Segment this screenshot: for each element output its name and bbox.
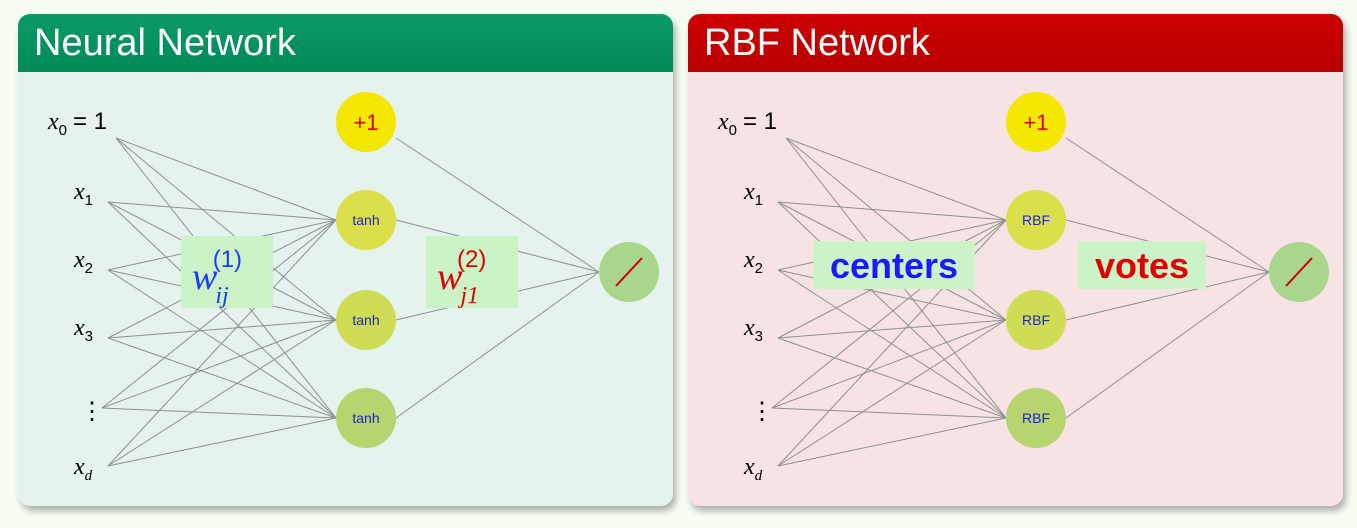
input-to-hidden-edge — [777, 337, 1007, 419]
input-ellipsis: ⋮ — [750, 398, 774, 425]
input-x0-label: x0= 1 — [47, 108, 107, 139]
input-x3-label: x3 — [743, 315, 763, 345]
bias-node — [1006, 92, 1066, 152]
centers-box — [813, 241, 975, 289]
hidden-node-2-label: tanh — [352, 312, 379, 328]
input-x1-label: x1 — [73, 179, 93, 209]
input-to-hidden-edge — [107, 337, 337, 419]
input-to-hidden-edge — [107, 201, 337, 419]
rbf-network-panel: RBF Network x0= 1 x1 x2 x3 ⋮ xd centers … — [688, 14, 1343, 506]
panel-title: Neural Network — [18, 14, 673, 72]
hidden-node-1-label: RBF — [1022, 212, 1050, 228]
weight-layer1-box — [181, 236, 273, 308]
bias-node — [336, 92, 396, 152]
input-to-hidden-edge — [771, 407, 1007, 419]
weight-layer2-label: wj1(2) — [437, 246, 486, 309]
hidden-node-3-label: RBF — [1022, 410, 1050, 426]
input-to-hidden-edge — [785, 137, 1007, 221]
input-to-hidden-edge — [777, 319, 1007, 339]
input-to-hidden-edge — [107, 269, 337, 419]
rbf-network-diagram: x0= 1 x1 x2 x3 ⋮ xd centers votes +1 RBF… — [717, 92, 1329, 484]
hidden-node-1 — [336, 190, 396, 250]
input-x2-label: x2 — [743, 247, 763, 277]
hidden-node-3 — [336, 388, 396, 448]
bias-label: +1 — [1023, 110, 1048, 135]
centers-label: centers — [830, 245, 958, 286]
votes-label: votes — [1095, 245, 1189, 286]
hidden-node-2 — [336, 290, 396, 350]
input-x3-label: x3 — [73, 315, 93, 345]
hidden-to-output-edge — [1065, 271, 1270, 419]
neural-network-diagram: x0= 1 x1 x2 x3 ⋮ xd wij(1) wj1(2) +1 tan… — [47, 92, 659, 484]
input-to-hidden-edge — [107, 319, 337, 339]
hidden-to-output-edge — [395, 271, 600, 419]
bias-to-output-edge — [1065, 137, 1270, 273]
input-to-hidden-edge — [107, 319, 337, 467]
bias-to-output-edge — [395, 137, 600, 273]
input-to-hidden-edge — [777, 319, 1007, 467]
input-to-hidden-edge — [777, 201, 1007, 221]
input-x2-label: x2 — [73, 247, 93, 277]
input-to-hidden-edge — [777, 201, 1007, 419]
input-x0-label: x0= 1 — [717, 108, 777, 139]
input-to-hidden-edge — [107, 417, 337, 467]
hidden-node-3 — [1006, 388, 1066, 448]
hidden-node-2-label: RBF — [1022, 312, 1050, 328]
weight-layer1-label: wij(1) — [192, 246, 242, 309]
input-to-hidden-edge — [777, 417, 1007, 467]
panel-title: RBF Network — [688, 14, 1343, 72]
input-to-hidden-edge — [107, 201, 337, 221]
input-xd-label: xd — [743, 454, 763, 484]
input-to-hidden-edge — [101, 319, 337, 409]
input-to-hidden-edge — [101, 407, 337, 419]
hidden-node-1 — [1006, 190, 1066, 250]
votes-box — [1078, 241, 1206, 289]
input-to-hidden-edge — [115, 137, 337, 321]
linear-output-icon — [615, 257, 643, 287]
input-xd-label: xd — [73, 454, 93, 484]
hidden-node-2 — [1006, 290, 1066, 350]
hidden-node-3-label: tanh — [352, 410, 379, 426]
hidden-to-output-edge — [1065, 271, 1270, 321]
linear-output-icon — [1285, 257, 1313, 287]
neural-network-panel: Neural Network x0= 1 x1 x2 x3 ⋮ xd wij(1… — [18, 14, 673, 506]
input-x1-label: x1 — [743, 179, 763, 209]
input-to-hidden-edge — [777, 269, 1007, 419]
input-to-hidden-edge — [785, 137, 1007, 321]
input-to-hidden-edge — [107, 219, 337, 467]
input-to-hidden-edge — [101, 219, 337, 409]
input-ellipsis: ⋮ — [80, 398, 104, 425]
input-to-hidden-edge — [771, 319, 1007, 409]
hidden-node-1-label: tanh — [352, 212, 379, 228]
weight-layer2-box — [426, 236, 518, 308]
bias-label: +1 — [353, 110, 378, 135]
input-to-hidden-edge — [115, 137, 337, 221]
